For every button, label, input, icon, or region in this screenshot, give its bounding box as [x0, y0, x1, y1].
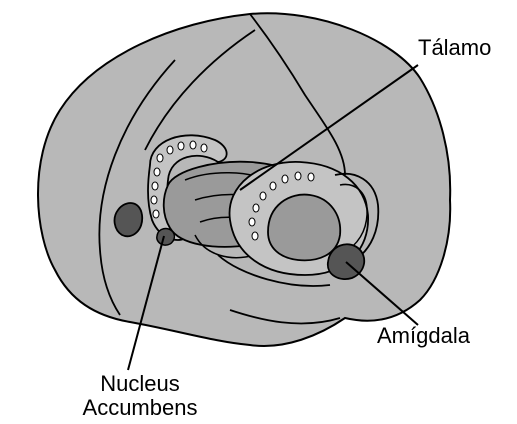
thalamus-label: Tálamo [418, 36, 491, 60]
nucleus-accumbens-label-line1: Nucleus [80, 372, 200, 396]
nucleus-accumbens-label: Nucleus Accumbens [80, 372, 200, 420]
amygdala-label: Amígdala [377, 324, 470, 348]
nucleus-accumbens-shape [157, 229, 175, 246]
nucleus-accumbens-label-line2: Accumbens [80, 396, 200, 420]
left-dark-bump [115, 203, 143, 236]
right-ring-inner [268, 195, 340, 261]
